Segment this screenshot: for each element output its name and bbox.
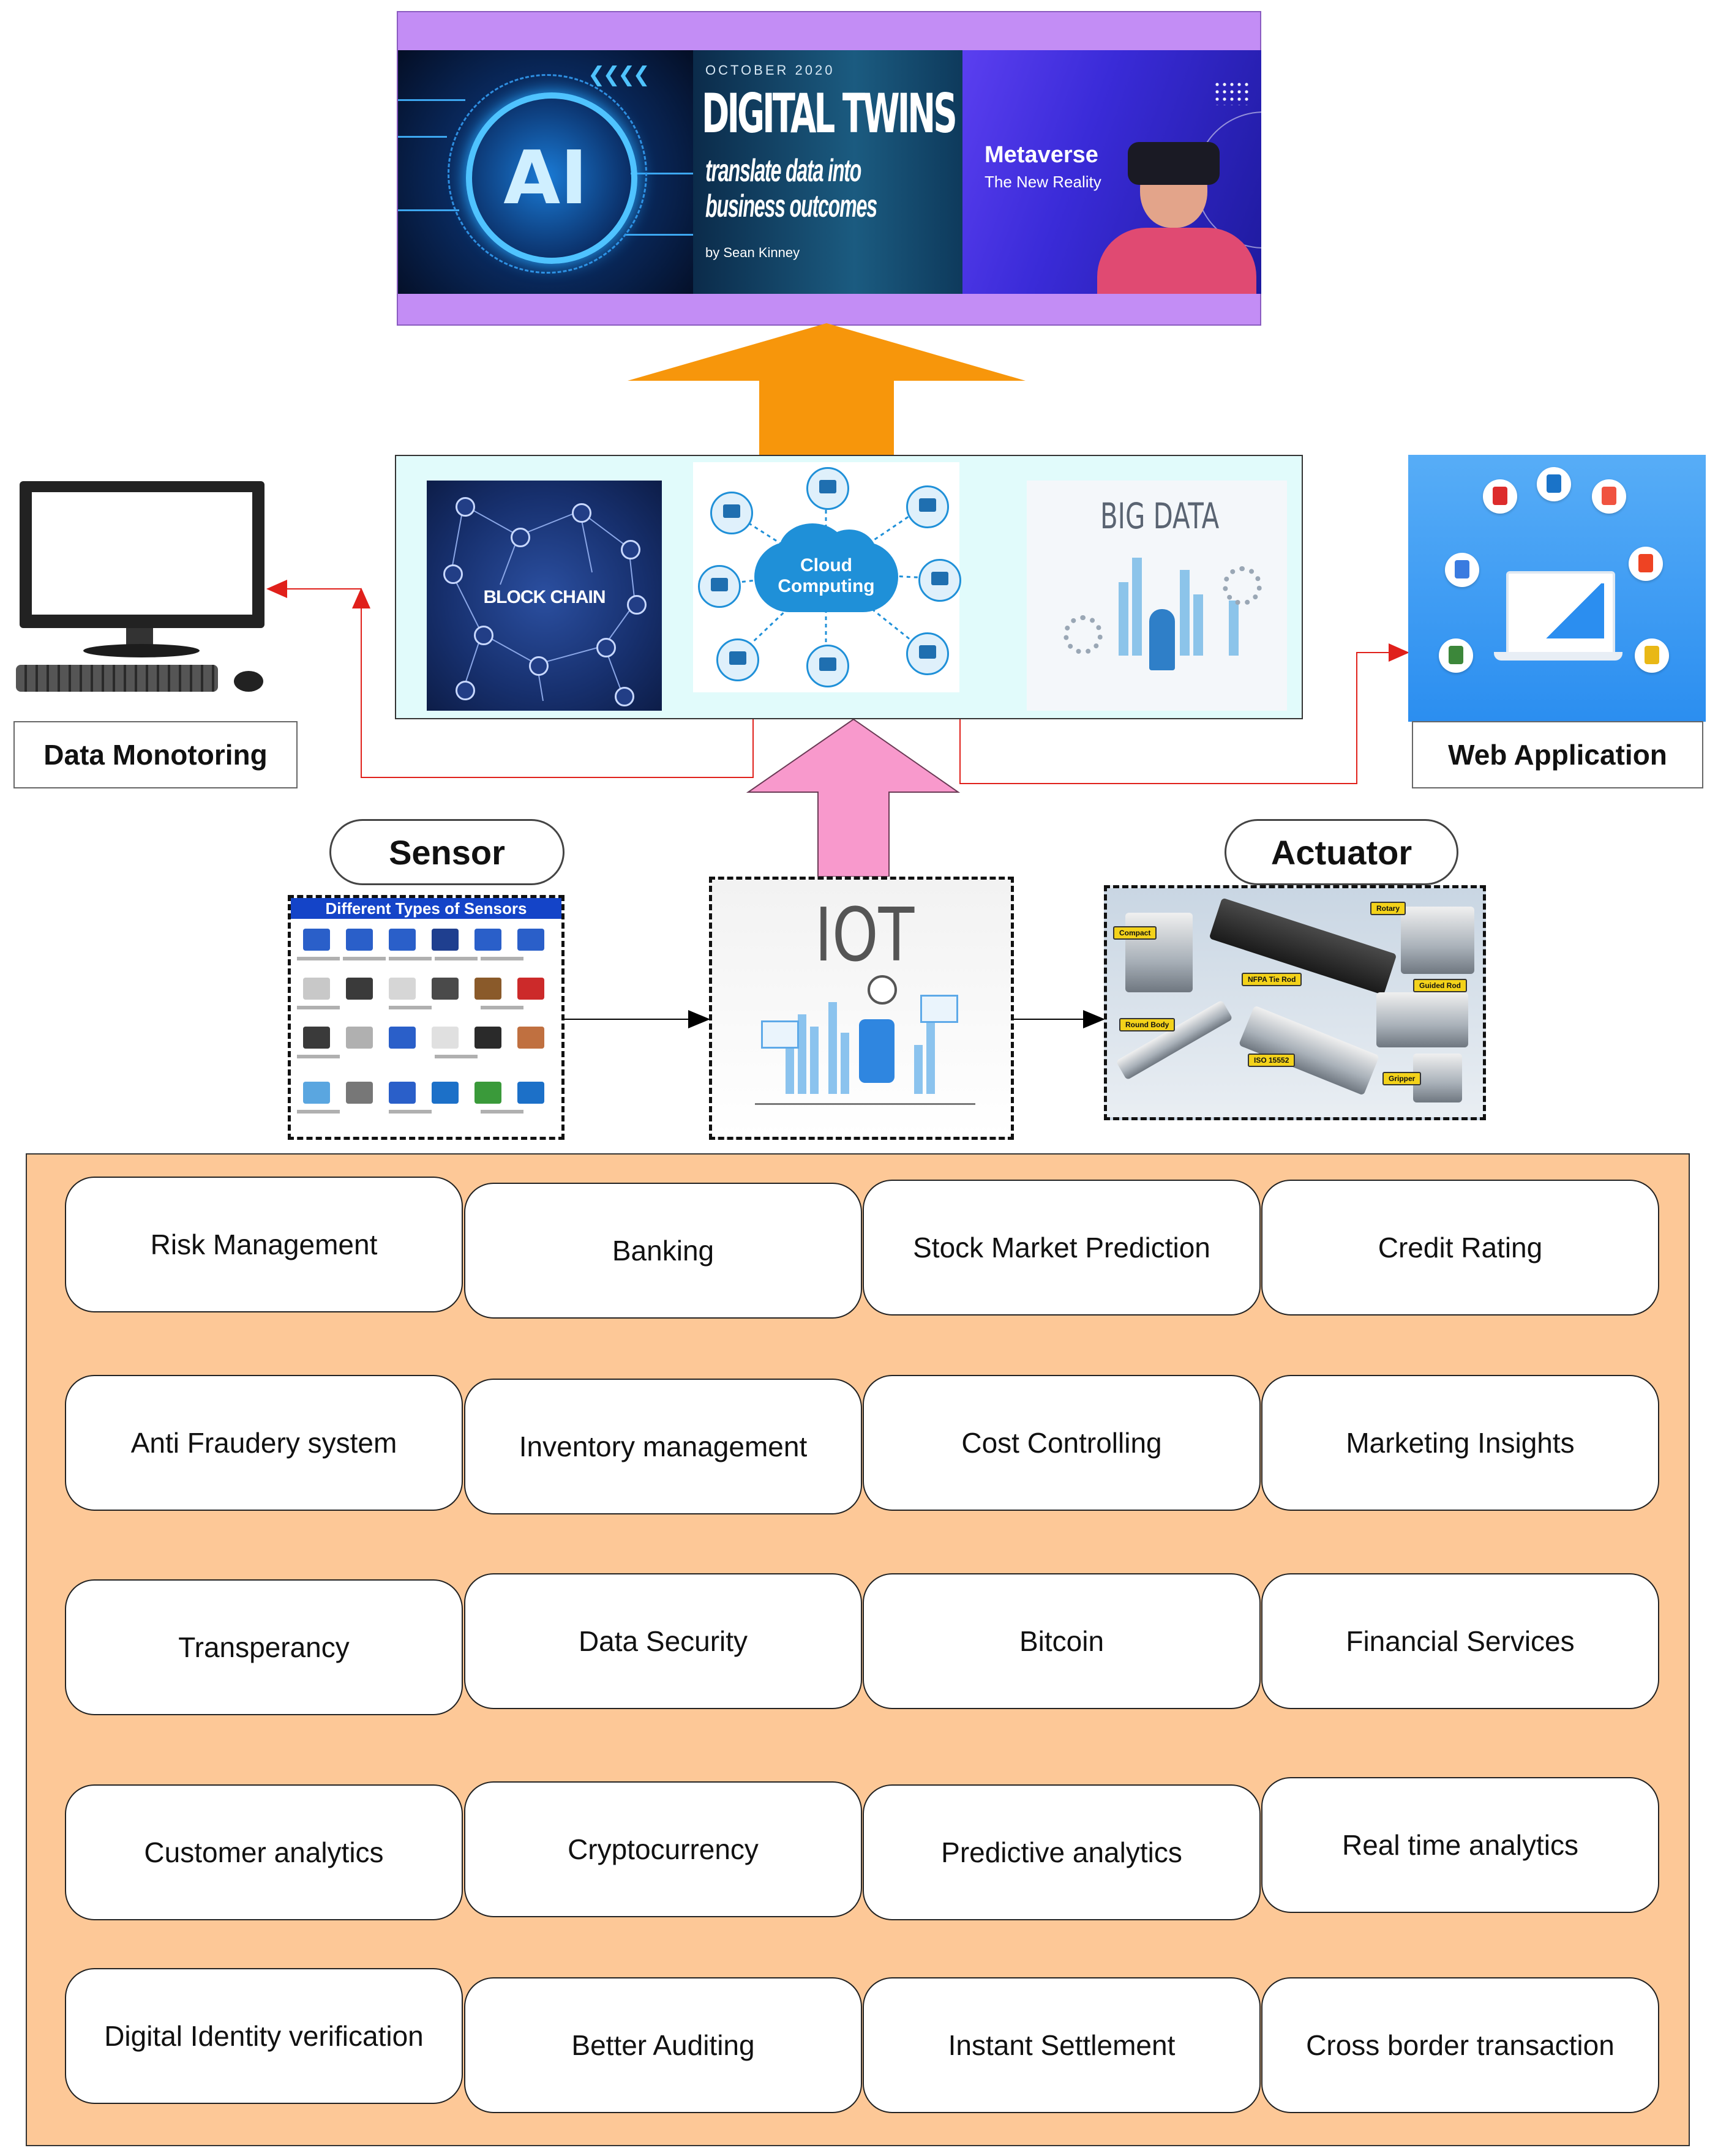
keyboard-icon [16, 665, 218, 692]
tag-gripper: Gripper [1382, 1072, 1422, 1085]
dt-byline: by Sean Kinney [705, 245, 800, 260]
mv-title: Metaverse [985, 142, 1098, 168]
guided-rod-actuator [1376, 992, 1468, 1047]
gear-icon [1223, 566, 1262, 605]
application-box: Financial Services [1261, 1573, 1659, 1709]
technology-box: BLOCK CHAIN Cloud Computing BIG DATA [395, 455, 1303, 719]
application-box: Transperancy [65, 1579, 463, 1715]
person-icon [868, 975, 897, 1005]
vr-headset-icon [1128, 142, 1220, 185]
data-monitoring-caption: Data Monotoring [13, 721, 298, 788]
dt-title: DIGITAL TWINS [702, 82, 958, 145]
cloud-computing-image: Cloud Computing [693, 462, 961, 692]
device-icon [906, 485, 949, 528]
sensors-image: Different Types of Sensors [288, 895, 565, 1140]
actuators-image: Compact Rotary NFPA Tie Rod Guided Rod R… [1104, 885, 1486, 1120]
actuator-label: Actuator [1225, 819, 1458, 885]
tag-rotary: Rotary [1370, 902, 1406, 915]
digital-twins-image: OCTOBER 2020 DIGITAL TWINS translate dat… [693, 50, 962, 294]
ai-label: AI [503, 136, 588, 221]
tag-iso-15552: ISO 15552 [1248, 1054, 1296, 1067]
top-banner: ❮❮❮❮ AI OCTOBER 2020 DIGITAL TWINS trans… [397, 11, 1261, 326]
application-box: Real time analytics [1261, 1777, 1659, 1913]
application-box: Banking [464, 1183, 862, 1319]
application-box: Inventory management [464, 1379, 862, 1514]
device-icon [698, 565, 741, 608]
web-application-caption: Web Application [1412, 721, 1703, 788]
connector-to-web-application [959, 643, 1409, 784]
application-box: Data Security [464, 1573, 862, 1709]
blockchain-label: BLOCK CHAIN [483, 587, 606, 607]
nodejs-icon [1439, 638, 1473, 673]
tag-guided-rod: Guided Rod [1413, 979, 1467, 992]
big-data-label: BIG DATA [1100, 495, 1220, 537]
sensor-label: Sensor [329, 819, 565, 885]
react-native-icon [1445, 553, 1479, 587]
codeigniter-icon [1629, 547, 1663, 581]
application-box: Predictive analytics [863, 1784, 1261, 1920]
angular-icon [1483, 479, 1517, 514]
cloud-computing-label: Cloud Computing [778, 555, 875, 596]
sensors-header: Different Types of Sensors [291, 898, 561, 919]
orange-up-arrow [628, 323, 1026, 456]
web-application-image [1408, 455, 1706, 722]
pink-up-arrow [746, 718, 961, 877]
device-icon [918, 559, 961, 602]
application-box: Customer analytics [65, 1784, 463, 1920]
big-data-image: BIG DATA [1027, 481, 1287, 711]
application-box: Risk Management [65, 1177, 463, 1312]
ai-image: ❮❮❮❮ AI [398, 50, 693, 294]
dt-month: OCTOBER 2020 [705, 62, 835, 78]
application-box: Cryptocurrency [464, 1781, 862, 1917]
application-box: Cost Controlling [863, 1375, 1261, 1511]
rotary-actuator [1401, 907, 1474, 974]
dt-subtitle-2: business outcomes [705, 189, 877, 224]
dt-subtitle-1: translate data into [705, 153, 861, 189]
application-box: Instant Settlement [863, 1977, 1261, 2113]
chevrons-icon: ❮❮❮❮ [588, 63, 650, 86]
iot-label: IOT [814, 893, 915, 978]
person-icon [1149, 609, 1175, 670]
device-icon [716, 638, 759, 681]
compact-actuator [1125, 913, 1193, 992]
mouse-icon [234, 671, 263, 692]
screen-icon [920, 995, 958, 1023]
screen-icon [761, 1020, 799, 1049]
mv-subtitle: The New Reality [985, 173, 1101, 191]
blockchain-image: BLOCK CHAIN [427, 481, 662, 711]
yii-icon [1635, 638, 1669, 673]
sap-icon [1537, 467, 1571, 501]
phone-icon [859, 1019, 895, 1083]
nfpa-tie-rod-actuator [1209, 897, 1397, 995]
gear-icon [1063, 615, 1103, 654]
device-icon [906, 632, 949, 675]
device-icon [806, 467, 849, 510]
desktop-monitor-icon [16, 477, 273, 698]
application-box: Better Auditing [464, 1977, 862, 2113]
application-box: Marketing Insights [1261, 1375, 1659, 1511]
tag-compact: Compact [1113, 926, 1157, 940]
tag-nfpa-tie-rod: NFPA Tie Rod [1242, 973, 1302, 986]
connector-to-data-monitoring [352, 588, 754, 778]
application-box: Anti Fraudery system [65, 1375, 463, 1511]
application-box: Digital Identity verification [65, 1968, 463, 2104]
iot-image: IOT [709, 877, 1014, 1140]
gripper-actuator [1413, 1054, 1462, 1102]
application-box: Bitcoin [863, 1573, 1261, 1709]
person-figure [1097, 228, 1256, 294]
application-box: Cross border transaction [1261, 1977, 1659, 2113]
laravel-icon [1592, 479, 1626, 514]
round-body-actuator [1116, 1000, 1233, 1080]
iso-15552-actuator [1238, 1005, 1380, 1096]
tag-round-body: Round Body [1119, 1018, 1176, 1031]
application-box: Credit Rating [1261, 1180, 1659, 1316]
cloud-icon [754, 542, 898, 612]
metaverse-image: Metaverse The New Reality [962, 50, 1261, 294]
device-icon [710, 492, 753, 534]
application-box: Stock Market Prediction [863, 1180, 1261, 1316]
device-icon [806, 645, 849, 687]
